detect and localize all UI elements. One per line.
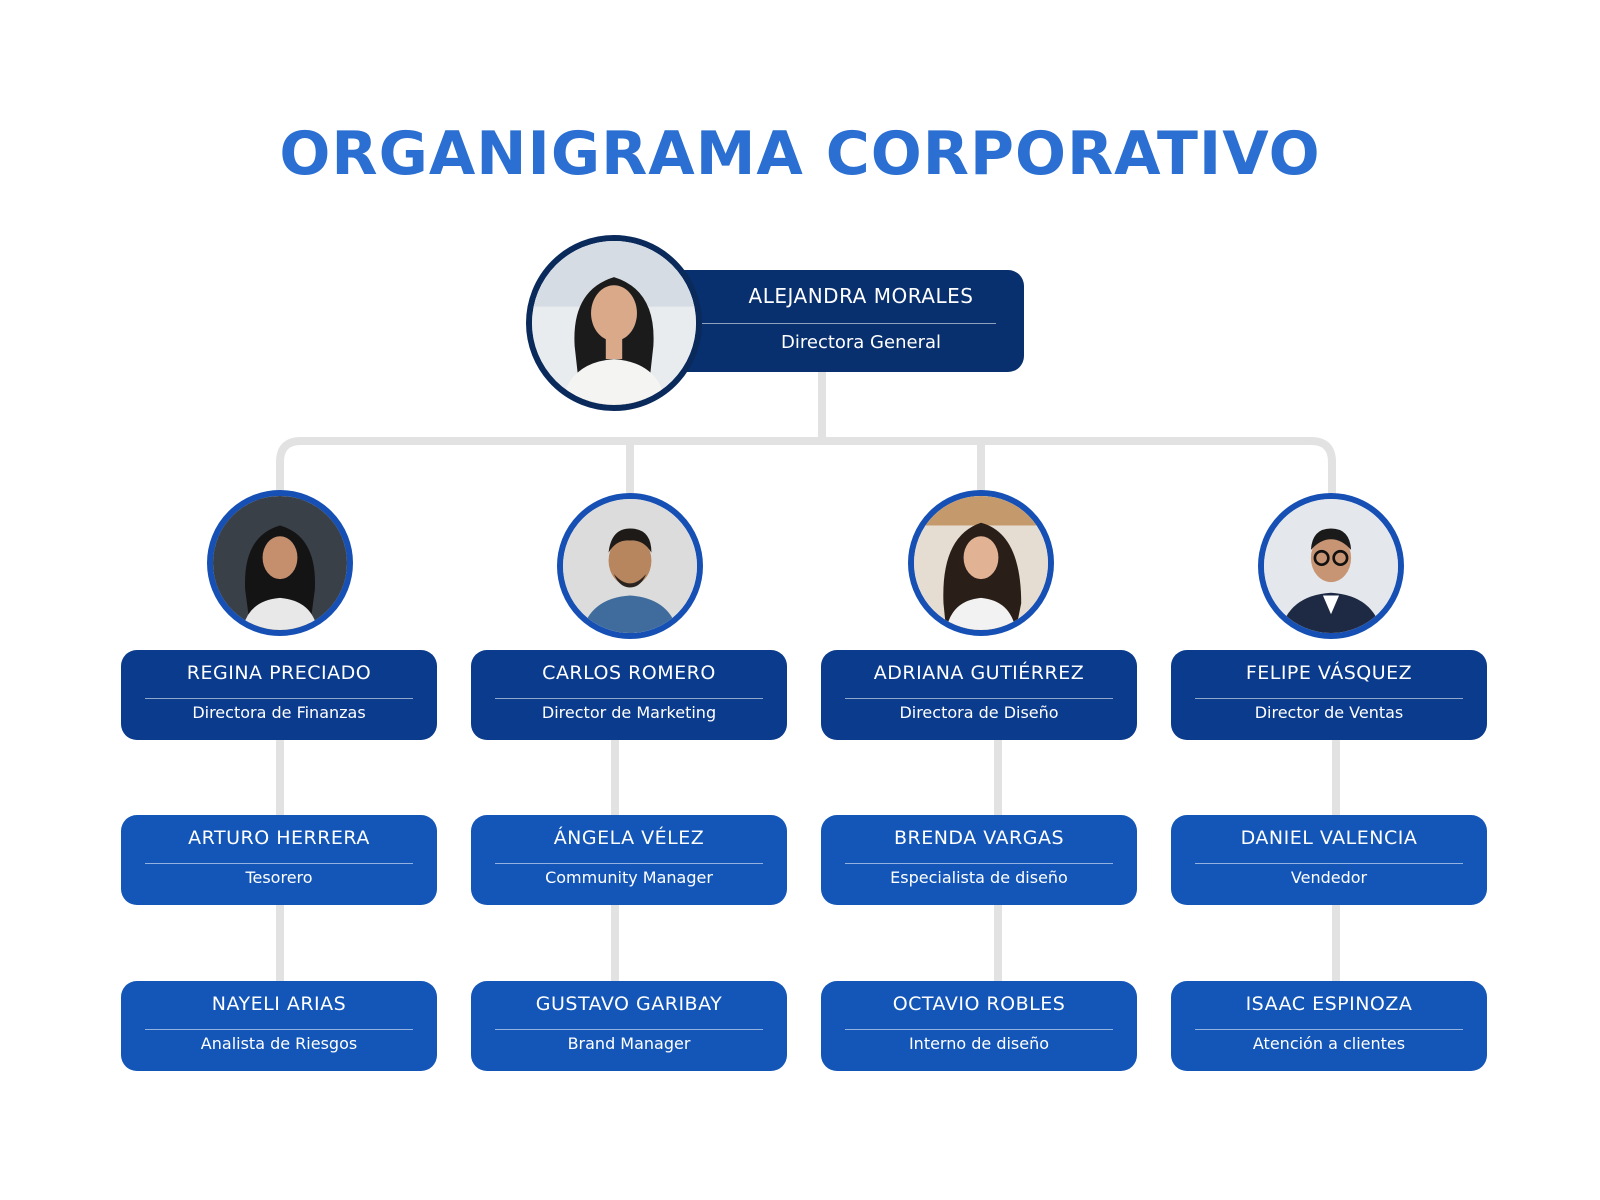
director-role: Director de Marketing — [541, 703, 717, 722]
woman-portrait-icon — [914, 496, 1048, 630]
card-divider — [845, 863, 1113, 864]
staff-name: DANIEL VALENCIA — [1240, 827, 1418, 849]
card-divider — [845, 1029, 1113, 1030]
staff-name: ISAAC ESPINOZA — [1245, 993, 1413, 1015]
card-divider — [145, 1029, 413, 1030]
staff-card: ISAAC ESPINOZA Atención a clientes — [1171, 981, 1487, 1071]
staff-name: BRENDA VARGAS — [893, 827, 1065, 849]
director-name: FELIPE VÁSQUEZ — [1245, 662, 1413, 684]
staff-card: ÁNGELA VÉLEZ Community Manager — [471, 815, 787, 905]
ceo-role: Directora General — [781, 332, 941, 353]
director-role: Director de Ventas — [1254, 703, 1404, 722]
man-portrait-icon — [1264, 499, 1398, 633]
man-portrait-icon — [563, 499, 697, 633]
card-divider — [845, 698, 1113, 699]
ceo-name: ALEJANDRA MORALES — [748, 284, 974, 308]
staff-role: Community Manager — [545, 868, 713, 887]
staff-name: GUSTAVO GARIBAY — [535, 993, 723, 1015]
card-divider — [145, 863, 413, 864]
director-name: REGINA PRECIADO — [186, 662, 372, 684]
card-divider — [1195, 698, 1463, 699]
card-divider — [145, 698, 413, 699]
ceo-photo — [526, 235, 702, 411]
director-role: Directora de Finanzas — [192, 703, 366, 722]
card-divider — [1195, 1029, 1463, 1030]
director-card: CARLOS ROMERO Director de Marketing — [471, 650, 787, 740]
staff-card: DANIEL VALENCIA Vendedor — [1171, 815, 1487, 905]
staff-role: Vendedor — [1290, 868, 1368, 887]
staff-name: OCTAVIO ROBLES — [892, 993, 1066, 1015]
director-card: ADRIANA GUTIÉRREZ Directora de Diseño — [821, 650, 1137, 740]
staff-card: NAYELI ARIAS Analista de Riesgos — [121, 981, 437, 1071]
staff-role: Tesorero — [245, 868, 313, 887]
card-divider — [495, 1029, 763, 1030]
staff-name: ARTURO HERRERA — [188, 827, 370, 849]
ceo-card: ALEJANDRA MORALES Directora General — [660, 270, 1024, 372]
staff-role: Especialista de diseño — [890, 868, 1068, 887]
woman-portrait-icon — [532, 241, 696, 405]
branch-connector-line — [276, 437, 1336, 496]
staff-card: BRENDA VARGAS Especialista de diseño — [821, 815, 1137, 905]
card-divider — [702, 323, 996, 324]
director-role: Directora de Diseño — [899, 703, 1059, 722]
director-name: CARLOS ROMERO — [542, 662, 716, 684]
card-divider — [495, 863, 763, 864]
director-name: ADRIANA GUTIÉRREZ — [873, 662, 1085, 684]
page-title: ORGANIGRAMA CORPORATIVO — [279, 119, 1321, 189]
staff-name: NAYELI ARIAS — [211, 993, 347, 1015]
staff-role: Brand Manager — [567, 1034, 691, 1053]
staff-role: Atención a clientes — [1252, 1034, 1406, 1053]
staff-card: OCTAVIO ROBLES Interno de diseño — [821, 981, 1137, 1071]
woman-portrait-icon — [213, 496, 347, 630]
director-photo — [908, 490, 1054, 636]
director-card: REGINA PRECIADO Directora de Finanzas — [121, 650, 437, 740]
staff-card: ARTURO HERRERA Tesorero — [121, 815, 437, 905]
card-divider — [1195, 863, 1463, 864]
card-divider — [495, 698, 763, 699]
director-photo — [557, 493, 703, 639]
director-photo — [1258, 493, 1404, 639]
staff-name: ÁNGELA VÉLEZ — [553, 827, 705, 849]
staff-role: Analista de Riesgos — [200, 1034, 358, 1053]
director-card: FELIPE VÁSQUEZ Director de Ventas — [1171, 650, 1487, 740]
staff-card: GUSTAVO GARIBAY Brand Manager — [471, 981, 787, 1071]
director-photo — [207, 490, 353, 636]
staff-role: Interno de diseño — [908, 1034, 1050, 1053]
